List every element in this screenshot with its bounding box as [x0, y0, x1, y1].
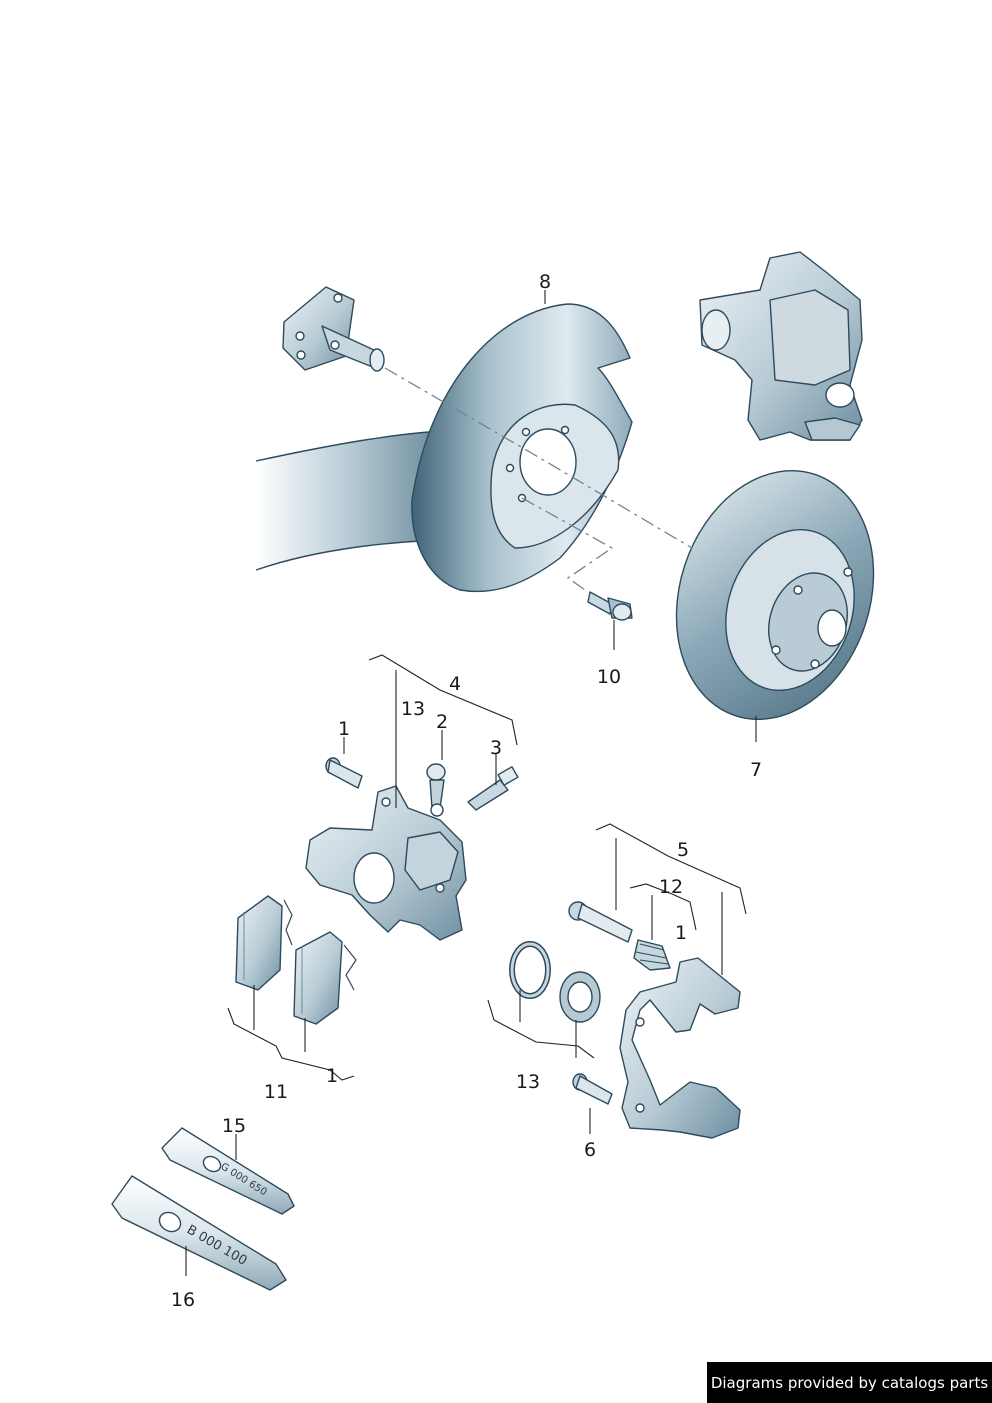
- caliper-housing: [305, 785, 467, 941]
- callout-6: 6: [584, 1139, 596, 1161]
- callout-2: 2: [436, 711, 448, 733]
- bleeder-valve: [426, 763, 446, 817]
- grease-tube-15: G 000 650: [161, 1127, 295, 1215]
- backing-plate: [411, 303, 633, 593]
- callout-labels: 8 10 7 4 13 1 2 3 5 12 1 13 11 1 6 15 16: [171, 271, 762, 1311]
- credit-banner: Diagrams provided by catalogs parts: [707, 1362, 992, 1403]
- callout-3: 3: [490, 737, 502, 759]
- callout-8: 8: [539, 271, 551, 293]
- piston-seal: [509, 941, 551, 999]
- dust-boot: [559, 971, 601, 1023]
- callout-11: 11: [264, 1081, 288, 1103]
- callout-1-mid: 1: [675, 922, 687, 944]
- stub-axle: [282, 286, 385, 372]
- callout-5: 5: [677, 839, 689, 861]
- callout-12: 12: [659, 876, 683, 898]
- guide-sleeve: [633, 939, 671, 971]
- callout-15: 15: [222, 1115, 246, 1137]
- carrier-bolt: [572, 1073, 613, 1105]
- brake-pad-right: [293, 931, 357, 1025]
- callout-13-upper: 13: [401, 698, 425, 720]
- brake-disc: [675, 469, 875, 721]
- callout-1-upper: 1: [338, 718, 350, 740]
- callout-1-lower: 1: [326, 1065, 338, 1087]
- disc-bolt: [587, 591, 633, 621]
- centerline-bolt: [521, 497, 614, 593]
- bleeder-screw: [467, 766, 519, 811]
- brake-pad-left: [235, 895, 293, 991]
- callout-16: 16: [171, 1289, 195, 1311]
- centerline-stub: [384, 367, 693, 549]
- callout-7: 7: [750, 759, 762, 781]
- callout-13-lower: 13: [516, 1071, 540, 1093]
- caliper-carrier: [619, 957, 741, 1139]
- guide-bolt: [568, 901, 633, 943]
- caliper-bolt: [325, 757, 363, 789]
- leader-lines: [185, 290, 757, 1276]
- callout-10: 10: [597, 666, 621, 688]
- caliper-upper: [699, 251, 863, 441]
- callout-4: 4: [449, 673, 461, 695]
